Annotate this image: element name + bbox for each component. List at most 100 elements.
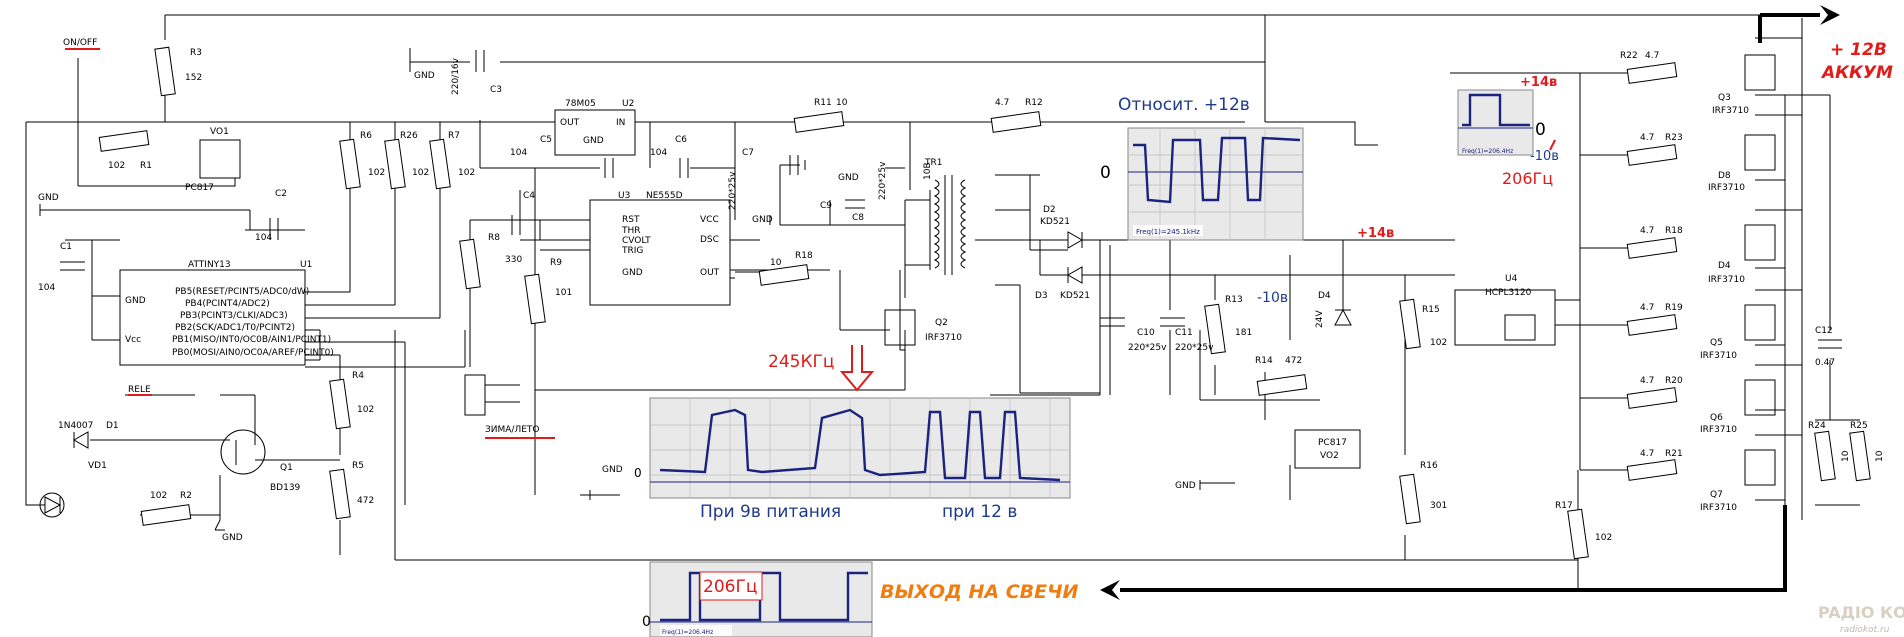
annotations: + 12В АККУМ +14в 0 -10в 206Гц +14в -10в … — [634, 40, 1904, 636]
label-u1-pin4: PB1(MISO/INT0/OC0B/AIN1/PCINT1) — [172, 335, 331, 345]
label-d1: D1 — [106, 421, 119, 431]
label-r3: R3 — [190, 48, 202, 58]
scope-panel-main — [649, 397, 1071, 499]
label-vo2: VO2 — [1320, 451, 1339, 461]
label-r24: R24 — [1808, 421, 1826, 431]
note-minus10-right: -10в — [1530, 149, 1559, 164]
transistor-q1 — [220, 429, 266, 475]
scope-panel-bottom — [649, 561, 873, 637]
label-u3-vcc: VCC — [700, 215, 719, 225]
label-r26-val: 102 — [412, 168, 429, 178]
label-d8: D8 — [1718, 171, 1731, 181]
label-d4-val: 24V — [1315, 310, 1325, 328]
label-r8-val: 330 — [505, 255, 522, 265]
label-r24-val: 10 — [1841, 450, 1851, 462]
label-u1-pin5: PB0(MOSI/AIN0/OC0A/AREF/PCINT0) — [172, 348, 334, 358]
label-u3-out: OUT — [700, 268, 720, 278]
label-r5: R5 — [352, 461, 364, 471]
label-r25-val: 10 — [1875, 450, 1885, 462]
label-tr1: TR1 — [924, 158, 942, 168]
label-gnd-q1: GND — [222, 533, 243, 543]
transformer-tr1 — [933, 175, 967, 275]
label-r18b-val: 4.7 — [1640, 226, 1654, 236]
mosfet-symbols — [884, 54, 1776, 486]
label-r18b: R18 — [1665, 226, 1683, 236]
label-rele: RELE — [128, 385, 151, 395]
note-zero-bottom: 0 — [642, 614, 651, 630]
resistor-symbols — [98, 46, 1871, 560]
label-r25: R25 — [1850, 421, 1868, 431]
label-q5-type: IRF3710 — [1700, 351, 1737, 361]
label-r4-val: 102 — [357, 405, 374, 415]
label-r1-val: 102 — [108, 161, 125, 171]
note-plus14-right: +14в — [1520, 75, 1557, 90]
label-u2-type: 78M05 — [565, 99, 596, 109]
label-u1-pin2: PB3(PCINT3/CLKI/ADC3) — [180, 311, 288, 321]
label-u3-trig: TRIG — [621, 246, 643, 256]
label-u3-gnd: GND — [622, 268, 643, 278]
note-zero-main: 0 — [634, 466, 642, 480]
label-vo2-type: PC817 — [1318, 438, 1347, 448]
label-d3-type: KD521 — [1060, 291, 1090, 301]
label-u3-rst: RST — [622, 215, 640, 225]
label-r15: R15 — [1422, 305, 1440, 315]
label-r13-val: 181 — [1235, 328, 1252, 338]
label-r11-val: 10 — [836, 98, 848, 108]
label-u3: U3 — [618, 191, 630, 201]
label-r23-val: 4.7 — [1640, 133, 1654, 143]
label-d1-type: 1N4007 — [58, 421, 93, 431]
label-r9: R9 — [550, 258, 562, 268]
arrow-output-icon — [1100, 580, 1120, 600]
ic-bodies — [119, 109, 1556, 469]
label-gnd-vo2: GND — [1175, 481, 1196, 491]
label-u1-type: ATTINY13 — [188, 260, 231, 270]
label-c7-val: 220*25v — [728, 171, 738, 210]
label-d4b: D4 — [1718, 261, 1731, 271]
label-q2-type: IRF3710 — [925, 333, 962, 343]
label-vo1-type: PC817 — [185, 183, 214, 193]
label-r11: R11 — [814, 98, 832, 108]
label-zima-leto: ЗИМА/ЛЕТО — [485, 425, 540, 435]
label-c6: C6 — [675, 135, 687, 145]
label-vo1: VO1 — [210, 127, 229, 137]
label-u3-type: NE555D — [646, 191, 683, 201]
label-r17-val: 102 — [1595, 533, 1612, 543]
label-r18: R18 — [795, 251, 813, 261]
label-u2-in: IN — [616, 118, 625, 128]
label-vd1: VD1 — [88, 461, 107, 471]
label-r17: R17 — [1555, 501, 1573, 511]
note-206hz-bottom: 206Гц — [703, 577, 757, 597]
label-gnd-c7: GND — [838, 173, 859, 183]
component-labels: ON/OFF R3 152 102 R1 VO1 PC817 C2 104 GN… — [38, 38, 1885, 543]
label-c7: C7 — [742, 148, 754, 158]
label-r12-val: 4.7 — [995, 98, 1009, 108]
diode-symbols — [39, 231, 1352, 518]
note-relative-12v: Относит. +12в — [1118, 95, 1250, 115]
label-r22-val: 4.7 — [1645, 51, 1659, 61]
label-gnd-c3: GND — [414, 71, 435, 81]
label-r20: R20 — [1665, 376, 1683, 386]
label-d4: D4 — [1318, 291, 1331, 301]
label-c1-val: 104 — [38, 283, 55, 293]
label-r21: R21 — [1665, 449, 1683, 459]
scope-freq-right: Freq(1)=206.4Hz — [1462, 148, 1513, 155]
label-c5-val: 104 — [510, 148, 527, 158]
label-q6: Q6 — [1710, 413, 1723, 423]
label-u1-pin3: PB2(SCK/ADC1/T0/PCINT2) — [175, 323, 295, 333]
label-d3: D3 — [1035, 291, 1048, 301]
label-c11-val: 220*25v — [1175, 343, 1214, 353]
label-u1: U1 — [300, 260, 312, 270]
label-d8-type: IRF3710 — [1708, 183, 1745, 193]
note-minus10-mid: -10в — [1257, 290, 1288, 306]
label-r20-val: 4.7 — [1640, 376, 1654, 386]
label-gnd-c9: GND — [752, 215, 773, 225]
label-r2-val: 102 — [150, 491, 167, 501]
label-r18-val: 10 — [770, 258, 782, 268]
label-c6-val: 104 — [650, 148, 667, 158]
label-q2: Q2 — [935, 318, 948, 328]
label-tr1-val: 10B — [923, 162, 933, 180]
label-r23: R23 — [1665, 133, 1683, 143]
label-u4-type: HCPL3120 — [1485, 288, 1532, 298]
label-c8: C8 — [852, 213, 864, 223]
